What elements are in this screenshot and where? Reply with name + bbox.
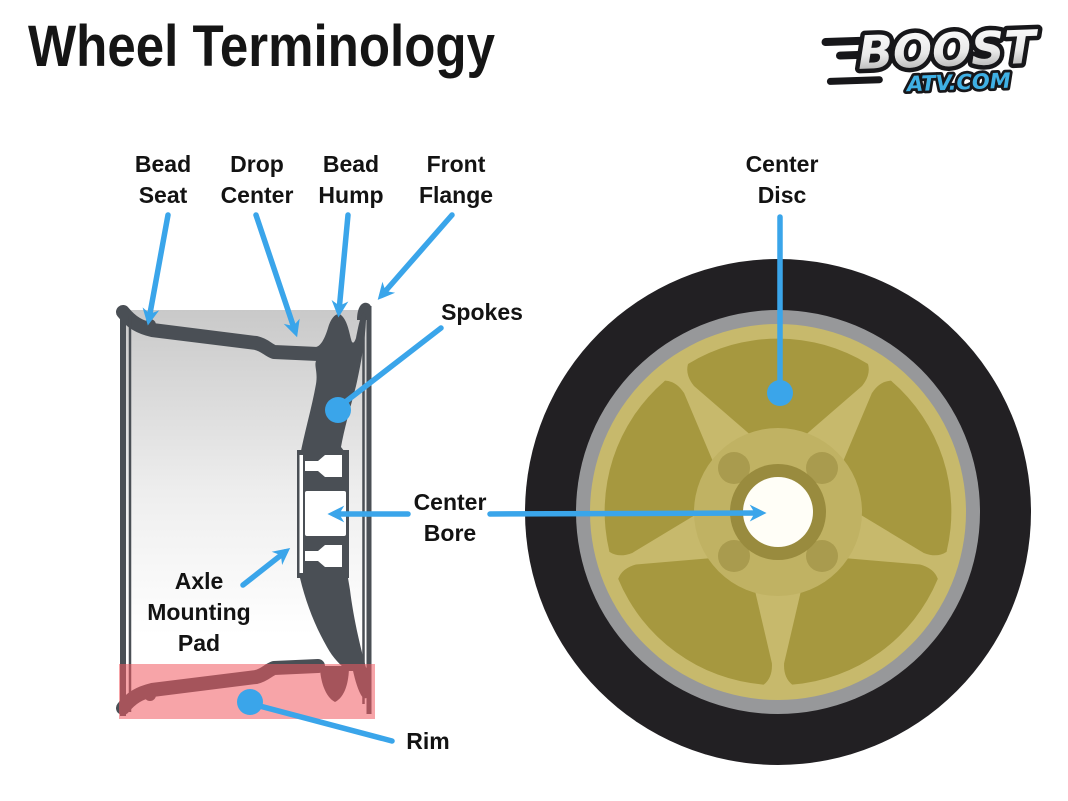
center-bore-notch	[305, 491, 346, 536]
drop-center-arrow	[253, 212, 300, 338]
lug-bolt-hole-top	[305, 455, 342, 477]
center-bore-hole	[743, 477, 813, 547]
bead-seat-arrow	[142, 212, 171, 326]
label-bead-seat: Bead Seat	[135, 149, 191, 211]
top-rim-profile	[116, 305, 325, 361]
speed-lines-icon	[821, 36, 883, 85]
label-line: Center	[220, 182, 294, 208]
label-line: Bead	[322, 151, 380, 177]
spoke-cross-section	[300, 312, 366, 456]
label-line: Hump	[318, 182, 384, 208]
label-line: Pad	[177, 630, 221, 656]
recess	[618, 557, 772, 685]
label-line: Mounting	[147, 599, 251, 625]
spoke-cross-section-lower	[300, 578, 367, 671]
axle-mounting-pad-hub	[297, 450, 349, 578]
label-axle-mounting-pad: Axle Mounting Pad	[147, 566, 250, 659]
label-rim: Rim	[406, 726, 449, 757]
label-line: Spokes	[441, 299, 523, 325]
label-line: Rim	[406, 728, 450, 754]
annotations	[142, 212, 793, 744]
logo-secondary-text: ATV.COM	[905, 69, 1012, 97]
lug-hole	[806, 452, 838, 484]
label-line: Disc	[757, 182, 807, 208]
label-line: Center	[413, 489, 487, 515]
axle-mounting-pad-arrow	[240, 547, 291, 588]
logo-primary-text: BOOST	[857, 20, 1040, 80]
label-front-flange: Front Flange	[419, 149, 493, 211]
lug-holes	[718, 452, 838, 572]
label-bead-hump: Bead Hump	[318, 149, 383, 211]
front-flange-lip	[357, 302, 372, 320]
label-line: Center	[745, 151, 819, 177]
rim-dot	[237, 689, 263, 715]
label-line: Front	[426, 151, 486, 177]
pad-face-line	[299, 455, 303, 573]
boost-atv-logo: BOOST ATV.COM	[821, 15, 1045, 99]
label-center-bore: Center Bore	[414, 487, 487, 549]
page-title: Wheel Terminology	[28, 14, 495, 79]
lug-bolt-hole-bottom	[305, 545, 342, 567]
center-bore-arrow-right	[487, 504, 767, 522]
front-flange-arrow	[377, 212, 455, 300]
spokes-dot	[325, 397, 351, 423]
spokes-pointer	[341, 325, 444, 406]
lug-hole	[806, 540, 838, 572]
label-line: Drop	[230, 151, 284, 177]
label-center-disc: Center Disc	[746, 149, 819, 211]
label-drop-center: Drop Center	[221, 149, 294, 211]
bead-hump-arrow	[331, 212, 351, 318]
label-line: Seat	[138, 182, 188, 208]
label-spokes: Spokes	[441, 297, 523, 328]
center-disc-dot	[767, 380, 793, 406]
lug-hole	[718, 452, 750, 484]
recess	[836, 380, 952, 556]
recess	[784, 557, 938, 685]
label-line: Bead	[134, 151, 192, 177]
rim-pointer	[249, 701, 395, 744]
label-line: Axle	[174, 568, 224, 594]
label-line: Bore	[423, 520, 477, 546]
lug-hole	[718, 540, 750, 572]
label-line: Flange	[418, 182, 494, 208]
